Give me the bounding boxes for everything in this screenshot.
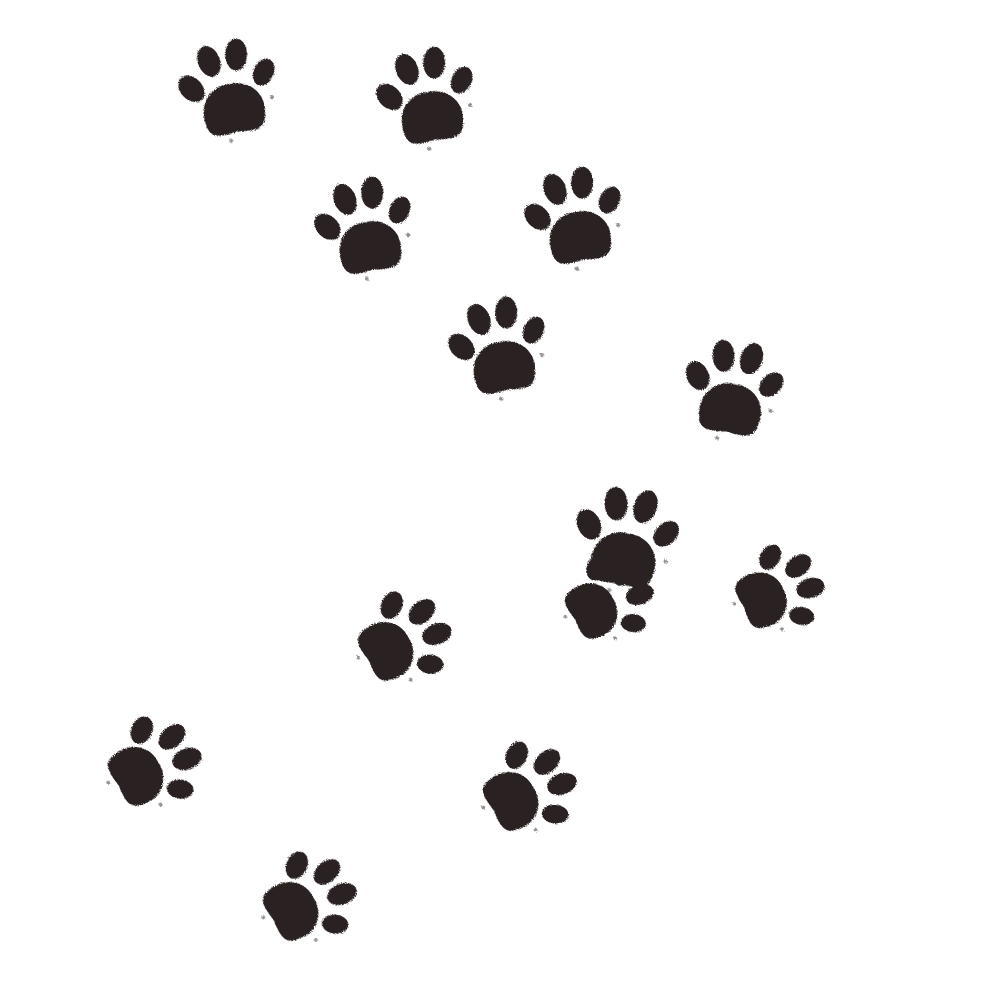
paw-print-icon bbox=[166, 30, 291, 152]
paw-print-icon bbox=[436, 288, 561, 410]
paw-prints-layer bbox=[84, 30, 841, 968]
paw-print-icon bbox=[669, 329, 795, 451]
paw-print-icon bbox=[512, 158, 637, 280]
paw-print-icon bbox=[364, 38, 489, 160]
paw-print-icon bbox=[84, 694, 221, 833]
paw-print-icon bbox=[302, 168, 427, 290]
paw-print-icon bbox=[239, 829, 376, 968]
paw-print-icon bbox=[714, 526, 841, 654]
paw-print-icon bbox=[334, 569, 471, 708]
paw-print-icon bbox=[459, 719, 596, 858]
